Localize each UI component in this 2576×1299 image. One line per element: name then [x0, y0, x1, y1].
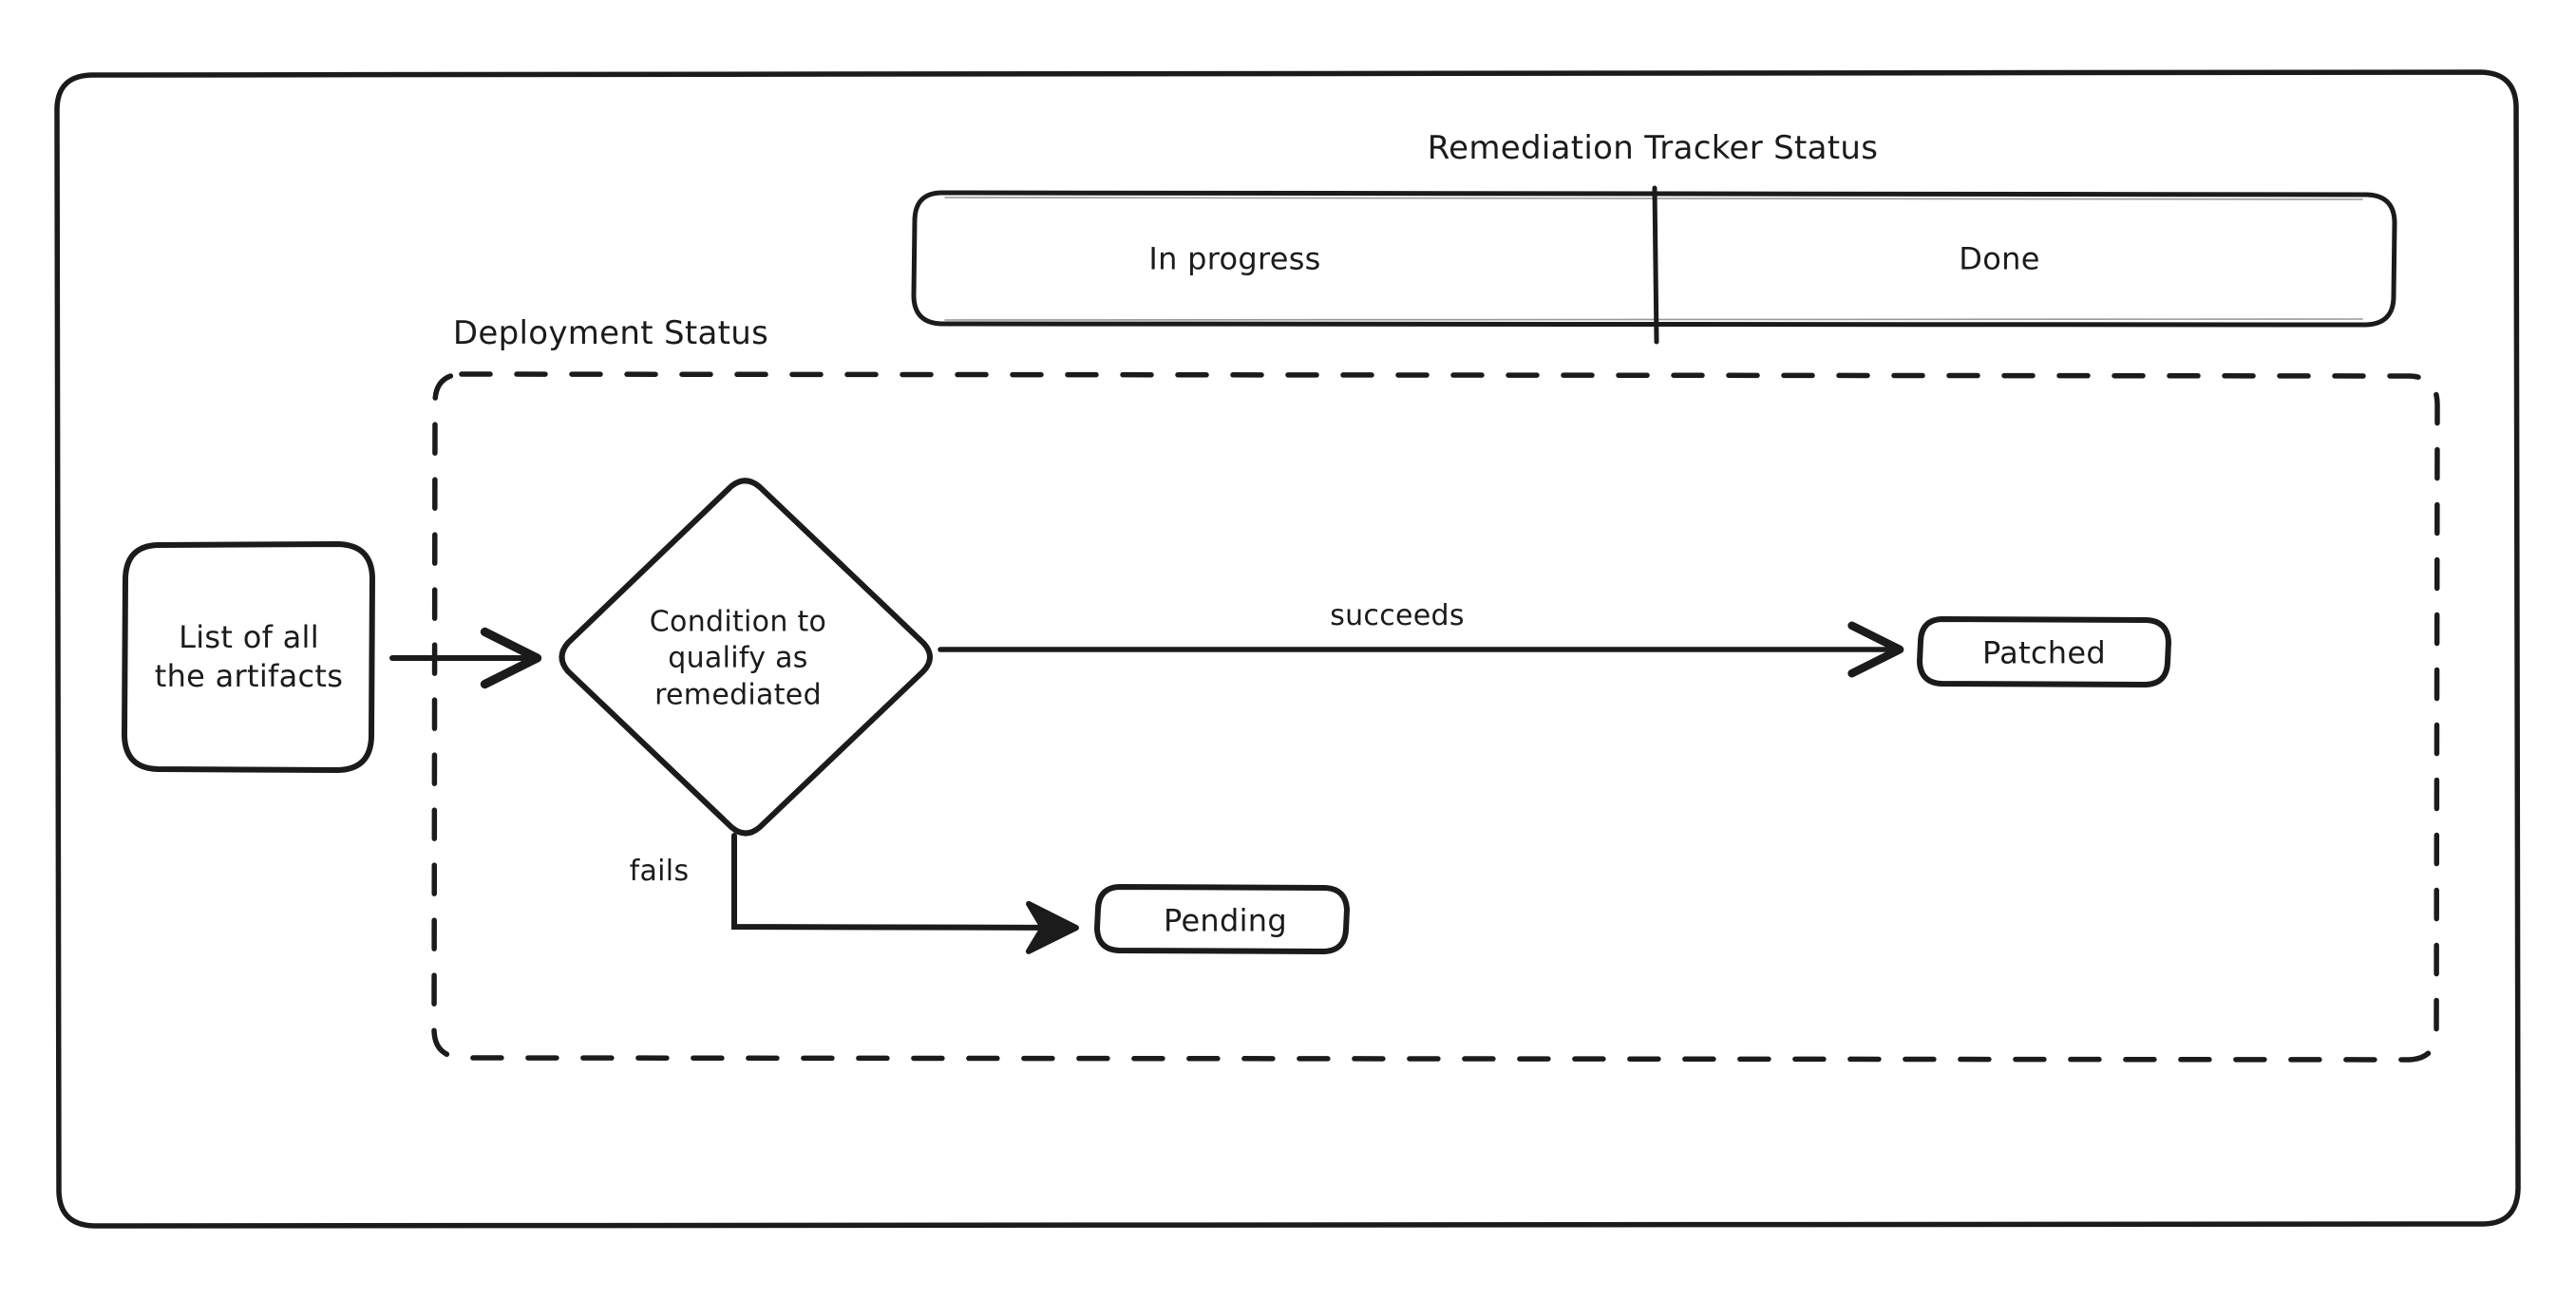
deployment-status-container [431, 371, 2440, 1063]
node-condition-label[interactable]: Condition to qualify as remediated [649, 605, 827, 712]
node-artifacts-label[interactable]: List of all the artifacts [154, 619, 344, 694]
tracker-divider [1652, 185, 1659, 345]
remediation-tracker-title: Remediation Tracker Status [1427, 129, 1879, 168]
tracker-segment-in-progress[interactable]: In progress [1148, 240, 1321, 277]
deployment-status-title: Deployment Status [452, 314, 769, 353]
edge-condition-pending [731, 833, 1079, 954]
remediation-tracker-bar [911, 185, 2397, 345]
node-patched-label[interactable]: Patched [1982, 634, 2106, 671]
node-pending-label[interactable]: Pending [1163, 902, 1288, 939]
edge-label-succeeds: succeeds [1330, 598, 1465, 632]
tracker-segment-done[interactable]: Done [1959, 240, 2040, 277]
edge-label-fails: fails [629, 854, 690, 888]
